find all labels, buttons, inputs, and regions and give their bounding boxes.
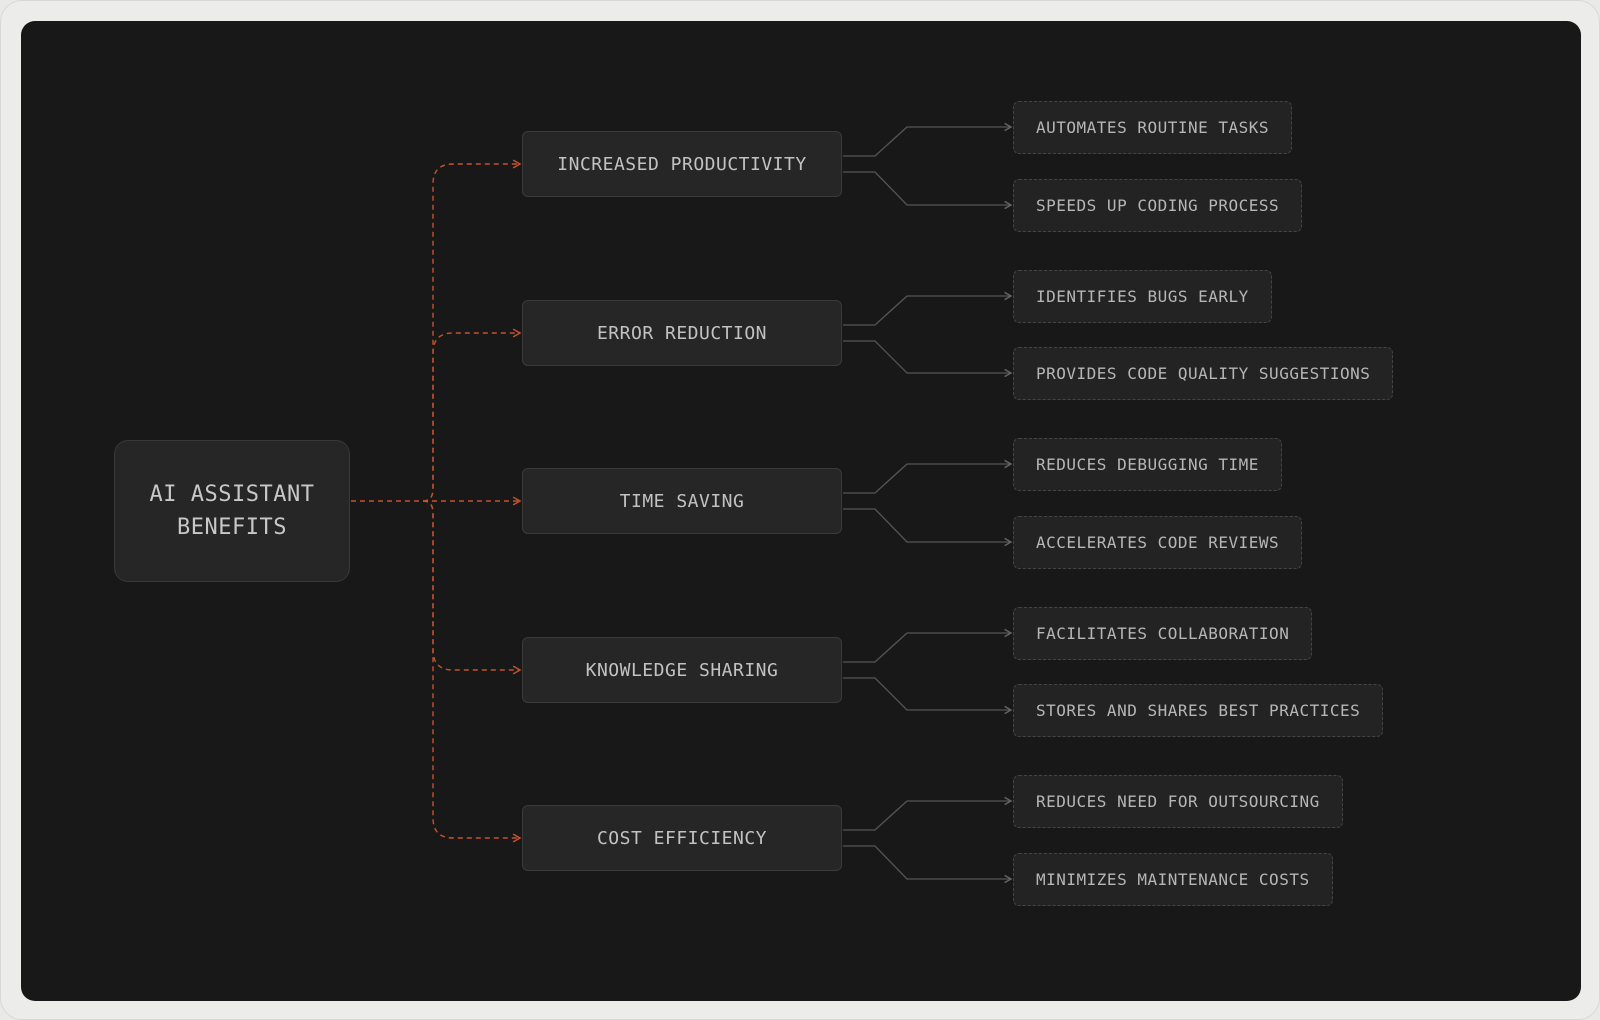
root-node[interactable]: AI ASSISTANT BENEFITS xyxy=(114,440,350,582)
branch-label: INCREASED PRODUCTIVITY xyxy=(557,153,807,175)
branch-increased-productivity[interactable]: INCREASED PRODUCTIVITY xyxy=(522,131,842,197)
leaf-label: FACILITATES COLLABORATION xyxy=(1036,624,1290,643)
leaf-speeds-up-coding-process[interactable]: SPEEDS UP CODING PROCESS xyxy=(1013,179,1303,232)
branch-to-leaf-connector xyxy=(843,677,1013,715)
leaf-reduces-debugging-time[interactable]: REDUCES DEBUGGING TIME xyxy=(1013,438,1282,491)
leaf-label: REDUCES DEBUGGING TIME xyxy=(1036,455,1259,474)
branch-label: KNOWLEDGE SHARING xyxy=(585,659,779,681)
diagram-canvas: AI ASSISTANT BENEFITS INCREASED PRODUCTI… xyxy=(21,21,1581,1001)
branch-to-leaf-connector xyxy=(843,171,1013,210)
leaf-automates-routine-tasks[interactable]: AUTOMATES ROUTINE TASKS xyxy=(1013,101,1293,154)
leaf-label: MINIMIZES MAINTENANCE COSTS xyxy=(1036,870,1310,889)
root-label: AI ASSISTANT BENEFITS xyxy=(149,482,315,540)
leaf-identifies-bugs-early[interactable]: IDENTIFIES BUGS EARLY xyxy=(1013,270,1272,323)
leaf-facilitates-collaboration[interactable]: FACILITATES COLLABORATION xyxy=(1013,607,1313,660)
branch-to-leaf-connector xyxy=(843,122,1013,157)
leaf-label: IDENTIFIES BUGS EARLY xyxy=(1036,287,1249,306)
root-to-branch-connector xyxy=(422,328,522,502)
branch-label: COST EFFICIENCY xyxy=(596,827,768,849)
branch-to-leaf-connector xyxy=(843,845,1013,884)
leaf-minimizes-maintenance-costs[interactable]: MINIMIZES MAINTENANCE COSTS xyxy=(1013,853,1333,906)
leaf-accelerates-code-reviews[interactable]: ACCELERATES CODE REVIEWS xyxy=(1013,516,1303,569)
branch-time-saving[interactable]: TIME SAVING xyxy=(522,468,842,534)
branch-to-leaf-connector xyxy=(843,459,1013,494)
leaf-label: AUTOMATES ROUTINE TASKS xyxy=(1036,118,1270,137)
branch-label: ERROR REDUCTION xyxy=(596,322,768,344)
branch-to-leaf-connector xyxy=(843,796,1013,831)
branch-knowledge-sharing[interactable]: KNOWLEDGE SHARING xyxy=(522,637,842,703)
root-to-branch-connector xyxy=(422,500,522,675)
leaf-provides-code-quality-suggestions[interactable]: PROVIDES CODE QUALITY SUGGESTIONS xyxy=(1013,347,1394,400)
branch-to-leaf-connector xyxy=(843,628,1013,663)
connector-layer xyxy=(351,122,1013,884)
branch-to-leaf-connector xyxy=(843,340,1013,378)
leaf-reduces-need-for-outsourcing[interactable]: REDUCES NEED FOR OUTSOURCING xyxy=(1013,775,1343,828)
leaf-stores-and-shares-best-practices[interactable]: STORES AND SHARES BEST PRACTICES xyxy=(1013,684,1384,737)
leaf-label: REDUCES NEED FOR OUTSOURCING xyxy=(1036,792,1320,811)
leaf-label: PROVIDES CODE QUALITY SUGGESTIONS xyxy=(1036,364,1371,383)
leaf-label: STORES AND SHARES BEST PRACTICES xyxy=(1036,701,1361,720)
branch-error-reduction[interactable]: ERROR REDUCTION xyxy=(522,300,842,366)
leaf-label: SPEEDS UP CODING PROCESS xyxy=(1036,196,1280,215)
root-to-branch-connector xyxy=(422,500,522,843)
branch-to-leaf-connector xyxy=(843,508,1013,547)
branch-to-leaf-connector xyxy=(843,291,1013,326)
branch-label: TIME SAVING xyxy=(619,490,745,512)
leaf-label: ACCELERATES CODE REVIEWS xyxy=(1036,533,1280,552)
branch-cost-efficiency[interactable]: COST EFFICIENCY xyxy=(522,805,842,871)
